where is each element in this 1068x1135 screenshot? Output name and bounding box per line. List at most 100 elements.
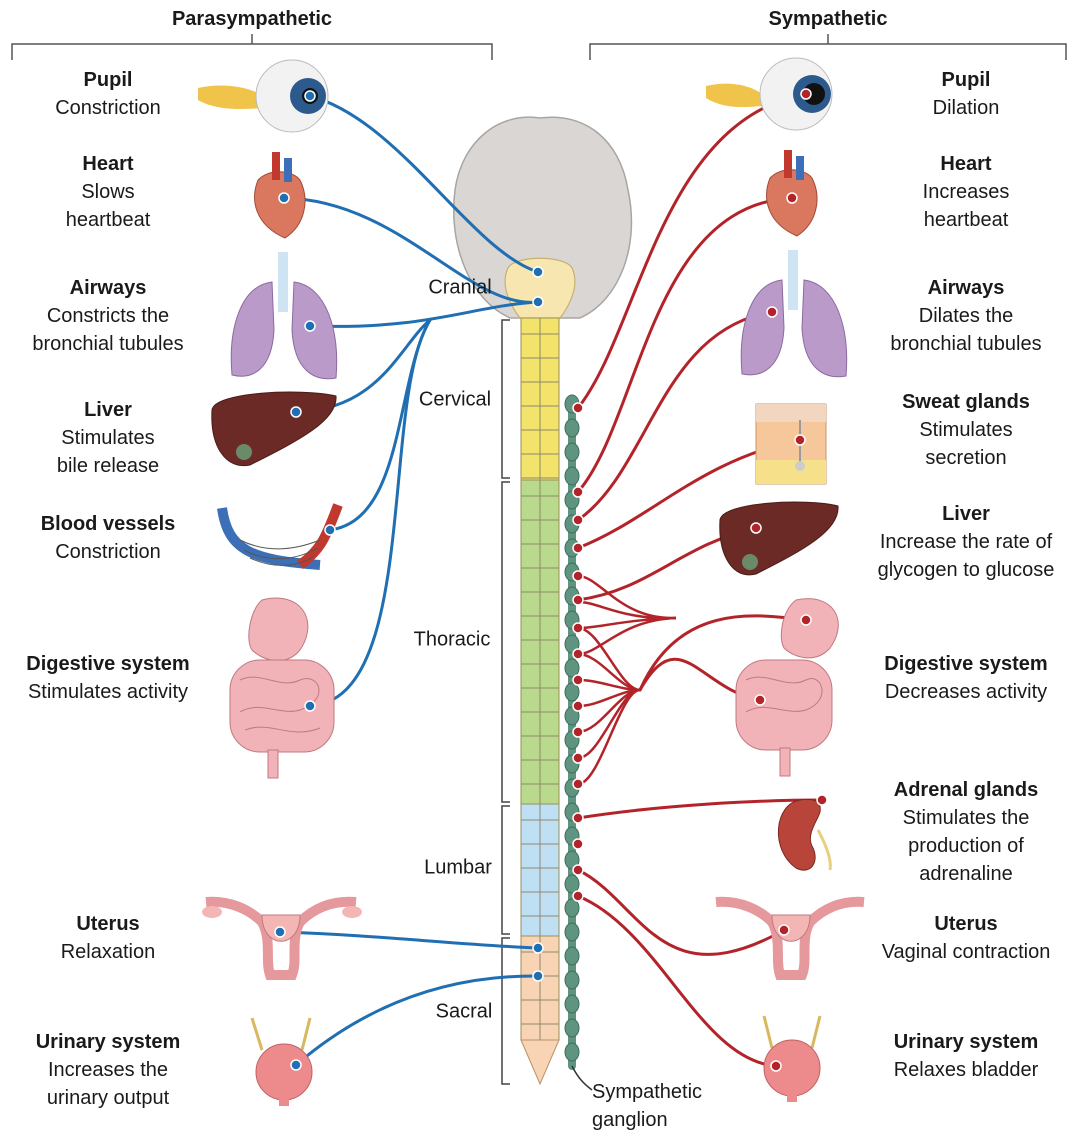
liver-icon	[212, 392, 336, 466]
para-endpoint-8	[533, 267, 543, 277]
label-title: Uterus	[61, 910, 156, 938]
ganglion-node	[565, 971, 579, 989]
para-endpoint-11	[533, 971, 543, 981]
para-label-pupil: Pupil Constriction	[55, 66, 161, 122]
para-endpoint-0	[305, 91, 315, 101]
ganglion-node	[565, 659, 579, 677]
sym-endpoint-11	[573, 487, 583, 497]
ganglion-node	[565, 683, 579, 701]
label-title: Liver	[878, 500, 1055, 528]
label-title: Urinary system	[36, 1028, 181, 1056]
sym-endpoint-7	[817, 795, 827, 805]
sym-label-urinary: Urinary system Relaxes bladder	[894, 1028, 1039, 1084]
sym-endpoint-5	[801, 615, 811, 625]
thoracic-nerve-fan	[578, 576, 676, 784]
ganglion-label-line1: Sympathetic	[592, 1078, 702, 1106]
label-desc: bronchial tubules	[32, 330, 183, 358]
label-title: Digestive system	[26, 650, 189, 678]
uterus-icon	[716, 902, 864, 975]
label-desc: heartbeat	[66, 206, 151, 234]
label-title: Adrenal glands	[894, 776, 1038, 804]
cord-lumbar	[521, 804, 559, 936]
label-title: Airways	[890, 274, 1041, 302]
label-desc: Dilates the	[890, 302, 1041, 330]
sym-endpoint-14	[573, 571, 583, 581]
label-desc: Increase the rate of	[878, 528, 1055, 556]
cord-thoracic	[521, 480, 559, 804]
para-endpoint-3	[291, 407, 301, 417]
segment-label-cervical: Cervical	[419, 389, 491, 412]
label-desc: adrenaline	[894, 860, 1038, 888]
para-endpoint-9	[533, 297, 543, 307]
sym-endpoint-3	[795, 435, 805, 445]
label-desc: Constricts the	[32, 302, 183, 330]
label-title: Blood vessels	[41, 510, 176, 538]
sym-endpoint-1	[787, 193, 797, 203]
cord-tip	[521, 1040, 559, 1084]
label-title: Heart	[923, 150, 1010, 178]
label-desc: Increases the	[36, 1056, 181, 1084]
sym-endpoint-25	[573, 865, 583, 875]
digestive-icon	[736, 599, 838, 776]
segment-label-sacral: Sacral	[436, 1001, 493, 1024]
para-endpoint-10	[533, 943, 543, 953]
sym-endpoint-21	[573, 753, 583, 763]
label-desc: Constriction	[55, 94, 161, 122]
bladder-icon	[252, 1018, 312, 1106]
ganglion-node	[565, 443, 579, 461]
sym-endpoint-4	[751, 523, 761, 533]
label-title: Airways	[32, 274, 183, 302]
fan-upper-1	[578, 602, 676, 618]
sym-endpoint-13	[573, 543, 583, 553]
label-title: Digestive system	[884, 650, 1047, 678]
label-title: Pupil	[55, 66, 161, 94]
para-endpoint-7	[291, 1060, 301, 1070]
sym-endpoint-24	[573, 839, 583, 849]
sym-label-heart: Heart Increases heartbeat	[923, 150, 1010, 234]
sympathetic-header: Sympathetic	[769, 8, 888, 31]
para-endpoint-4	[325, 525, 335, 535]
label-title: Liver	[57, 396, 159, 424]
sym-endpoint-17	[573, 649, 583, 659]
ganglion-node	[565, 1019, 579, 1037]
label-title: Heart	[66, 150, 151, 178]
parasympathetic-header: Parasympathetic	[172, 8, 332, 31]
segment-label-thoracic: Thoracic	[414, 629, 491, 652]
ganglion-node	[565, 419, 579, 437]
label-title: Uterus	[882, 910, 1051, 938]
label-desc: Relaxes bladder	[894, 1056, 1039, 1084]
label-title: Urinary system	[894, 1028, 1039, 1056]
sym-label-adrenal: Adrenal glands Stimulates the production…	[894, 776, 1038, 888]
para-label-urinary: Urinary system Increases the urinary out…	[36, 1028, 181, 1112]
sym-endpoint-6	[755, 695, 765, 705]
label-desc: Constriction	[41, 538, 176, 566]
right-organs	[706, 58, 864, 1102]
sym-label-digestive: Digestive system Decreases activity	[884, 650, 1047, 706]
lungs-icon	[741, 250, 846, 377]
sym-endpoint-23	[573, 813, 583, 823]
label-desc: Increases	[923, 178, 1010, 206]
sym-endpoint-8	[779, 925, 789, 935]
sym-endpoint-12	[573, 515, 583, 525]
sweat-gland-icon	[756, 404, 826, 484]
sym-label-pupil: Pupil Dilation	[933, 66, 1000, 122]
para-label-airways: Airways Constricts the bronchial tubules	[32, 274, 183, 358]
label-desc: glycogen to glucose	[878, 556, 1055, 584]
sym-label-airways: Airways Dilates the bronchial tubules	[890, 274, 1041, 358]
ganglion-label-line2: ganglion	[592, 1106, 702, 1134]
para-endpoint-1	[279, 193, 289, 203]
label-desc: Stimulates	[902, 416, 1030, 444]
kidney-icon	[778, 799, 830, 870]
label-desc: Stimulates the	[894, 804, 1038, 832]
cord-cervical	[521, 318, 559, 480]
segment-label-lumbar: Lumbar	[424, 857, 492, 880]
para-label-heart: Heart Slows heartbeat	[66, 150, 151, 234]
ganglion-node	[565, 995, 579, 1013]
fan-branch-5	[578, 690, 640, 758]
para-label-uterus: Uterus Relaxation	[61, 910, 156, 966]
left-organs	[198, 60, 362, 1106]
ganglion-node	[565, 1043, 579, 1061]
nerve-sym-urinary	[578, 896, 776, 1066]
nerve-para-uterus	[280, 932, 538, 948]
parasympathetic-bracket	[12, 34, 492, 60]
